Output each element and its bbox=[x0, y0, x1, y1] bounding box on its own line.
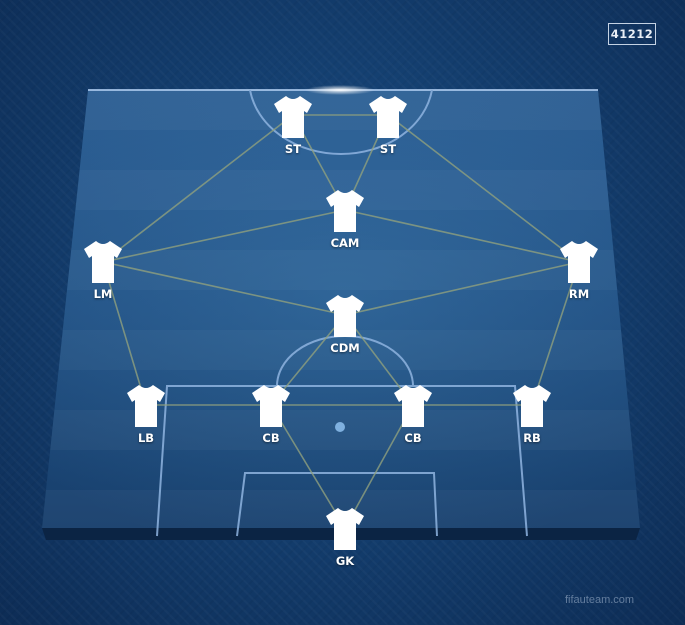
position-label: CAM bbox=[330, 236, 360, 250]
watermark: fifauteam.com bbox=[565, 594, 635, 606]
shirt-icon bbox=[326, 508, 364, 550]
player-st-right[interactable]: ST bbox=[358, 95, 418, 165]
shirt-icon bbox=[252, 385, 290, 427]
position-label: RB bbox=[523, 431, 541, 445]
position-label: ST bbox=[379, 142, 397, 156]
player-rb[interactable]: RB bbox=[502, 384, 562, 454]
shirt-icon bbox=[560, 241, 598, 283]
shirt-icon bbox=[274, 96, 312, 138]
player-st-left[interactable]: ST bbox=[263, 95, 323, 165]
shirt-icon bbox=[394, 385, 432, 427]
player-cdm[interactable]: CDM bbox=[315, 294, 375, 364]
player-cam[interactable]: CAM bbox=[315, 189, 375, 259]
shirt-icon bbox=[326, 295, 364, 337]
position-label: CDM bbox=[330, 341, 360, 355]
position-label: CB bbox=[404, 431, 422, 445]
shirt-icon bbox=[326, 190, 364, 232]
position-label: GK bbox=[335, 554, 355, 568]
center-circle-arc bbox=[249, 89, 433, 155]
shirt-icon bbox=[84, 241, 122, 283]
position-label: CB bbox=[262, 431, 280, 445]
goal-area bbox=[236, 472, 438, 537]
player-lb[interactable]: LB bbox=[116, 384, 176, 454]
halfway-glow bbox=[305, 85, 375, 95]
position-label: ST bbox=[284, 142, 302, 156]
player-gk[interactable]: GK bbox=[315, 507, 375, 577]
position-label: LM bbox=[93, 287, 113, 301]
shirt-icon bbox=[127, 385, 165, 427]
penalty-spot bbox=[335, 422, 345, 432]
player-cb-right[interactable]: CB bbox=[383, 384, 443, 454]
position-label: LB bbox=[137, 431, 155, 445]
shirt-icon bbox=[513, 385, 551, 427]
player-cb-left[interactable]: CB bbox=[241, 384, 301, 454]
shirt-icon bbox=[369, 96, 407, 138]
player-rm[interactable]: RM bbox=[549, 240, 609, 310]
formation-badge: 41212 bbox=[608, 23, 656, 45]
position-label: RM bbox=[568, 287, 590, 301]
penalty-area bbox=[156, 385, 528, 537]
player-lm[interactable]: LM bbox=[73, 240, 133, 310]
